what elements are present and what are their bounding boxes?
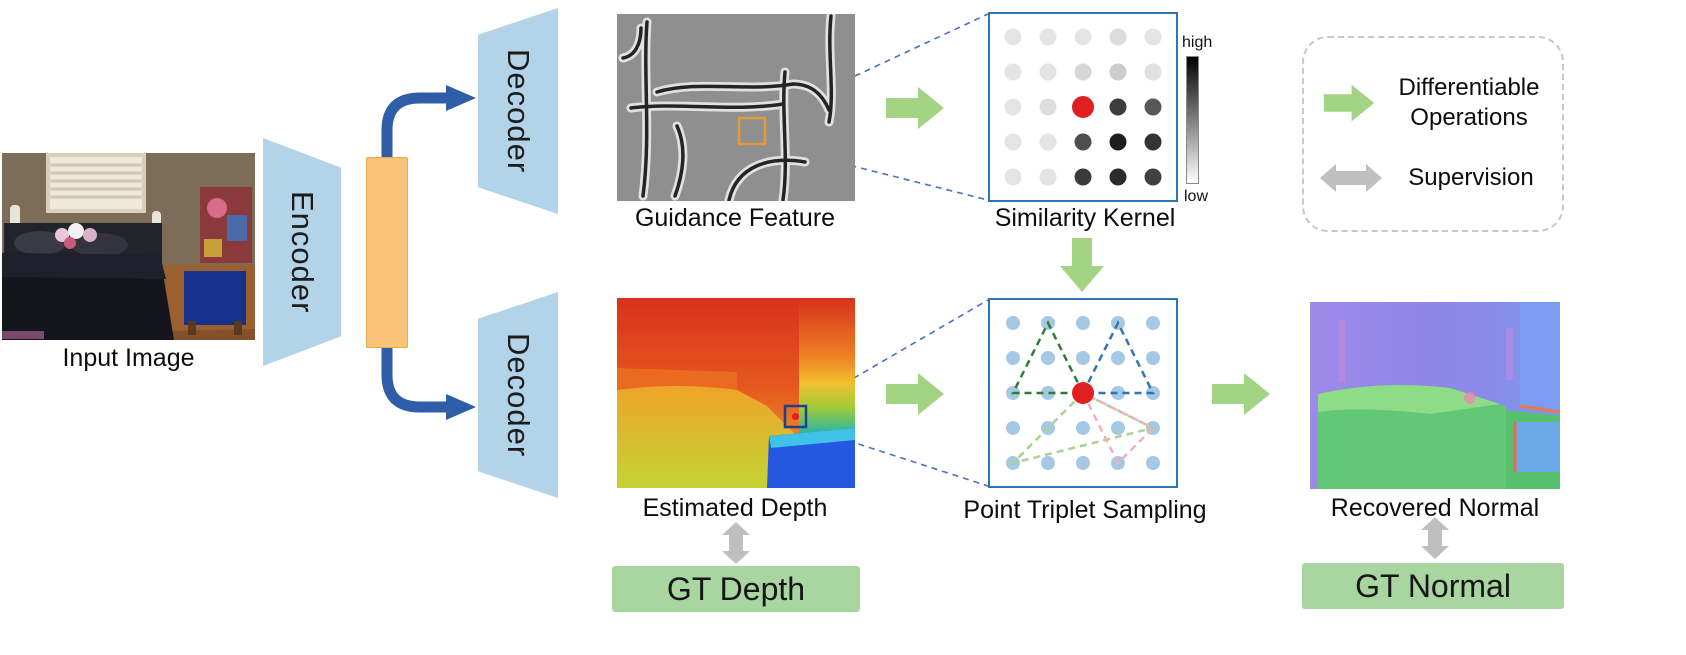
legend-differentiable-label: Differentiable Operations (1398, 74, 1540, 132)
flow-arrow-top-shaft (381, 92, 446, 168)
zoom-line-depth-bottom (805, 426, 989, 487)
similarity-kernel-grid (1004, 28, 1162, 186)
supervision-arrow-normal (1421, 517, 1449, 559)
legend-row-supervision: Supervision (1320, 161, 1546, 195)
diff-op-arrow-depth-to-triplet (886, 373, 944, 415)
estimated-depth-graphic (617, 298, 855, 488)
estimated-depth-image (617, 298, 855, 488)
recovered-normal-graphic (1310, 302, 1560, 489)
diff-op-arrow-kernel-to-triplet (1060, 238, 1104, 292)
point-triplet-label: Point Triplet Sampling (963, 496, 1207, 524)
gt-normal-label: GT Normal (1355, 567, 1511, 604)
encoder-block: Encoder (263, 138, 341, 366)
similarity-kernel-box (988, 12, 1178, 202)
guidance-feature-label: Guidance Feature (634, 204, 836, 232)
point-triplet-grid (1006, 316, 1160, 470)
guidance-zoom-box (737, 116, 767, 146)
recovered-normal-image (1310, 302, 1560, 489)
input-image-graphic (2, 153, 255, 340)
legend-row-differentiable: Differentiable Operations (1320, 73, 1546, 133)
differentiable-arrow-icon (1323, 85, 1375, 122)
supervision-arrow-icon (1320, 163, 1382, 192)
legend-supervision-label: Supervision (1408, 163, 1534, 191)
latent-feature-block (366, 157, 408, 348)
gt-depth-box: GT Depth (612, 566, 860, 612)
guidance-feature-graphic (617, 14, 855, 201)
guidance-feature-image (617, 14, 855, 201)
diff-op-arrow-triplet-to-normal (1212, 373, 1270, 415)
diff-op-arrow-guidance-to-kernel (886, 87, 944, 129)
legend-box: Differentiable Operations Supervision (1302, 36, 1564, 232)
encoder-label: Encoder (285, 190, 320, 314)
gt-normal-box: GT Normal (1302, 563, 1564, 609)
decoder-bottom-block: Decoder (478, 292, 558, 498)
colorbar-high-label: high (1182, 34, 1213, 51)
zoom-line-guidance-top (764, 13, 989, 119)
colorbar (1186, 56, 1199, 184)
similarity-kernel-label: Similarity Kernel (994, 204, 1176, 232)
decoder-top-label: Decoder (501, 48, 536, 174)
input-image (2, 153, 255, 340)
colorbar-low-label: low (1184, 188, 1209, 205)
decoder-bottom-label: Decoder (501, 332, 536, 458)
gt-depth-label: GT Depth (666, 570, 806, 607)
flow-arrow-bottom-shaft (381, 338, 446, 413)
input-image-label: Input Image (62, 344, 195, 372)
depth-zoom-box (783, 404, 808, 429)
decoder-top-block: Decoder (478, 8, 558, 214)
flow-arrow-bottom-head (446, 394, 476, 420)
estimated-depth-label: Estimated Depth (642, 494, 828, 522)
supervision-arrow-depth (722, 522, 750, 564)
flow-arrow-top-head (446, 85, 476, 111)
point-triplet-box (988, 298, 1178, 488)
